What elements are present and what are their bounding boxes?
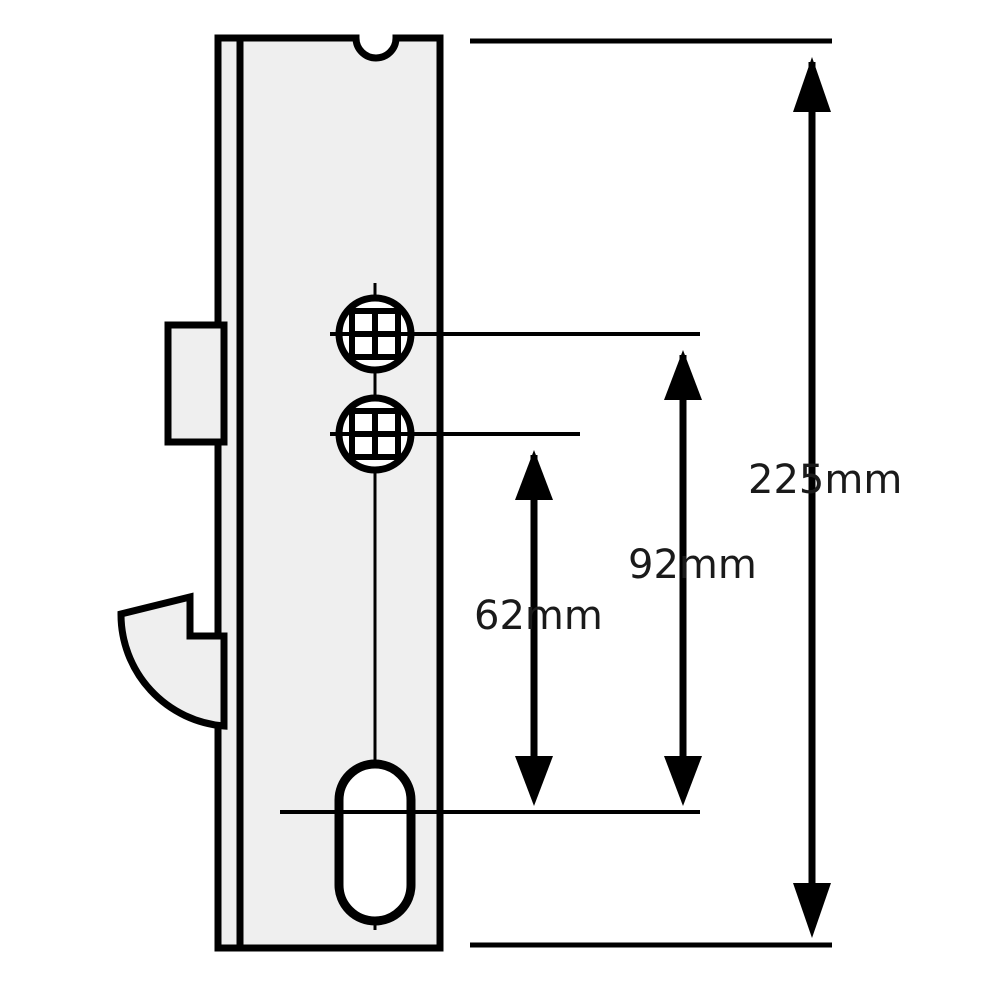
dimension-label-225mm: 225mm [748, 457, 902, 503]
dimension-92mm: 92mm [628, 350, 757, 806]
faceplate-strip [214, 34, 244, 952]
dimension-label-62mm: 62mm [474, 593, 603, 639]
arrowhead-down-225 [793, 883, 831, 938]
dimension-225mm: 225mm [748, 57, 902, 938]
arrowhead-up-92 [664, 350, 702, 400]
arrowhead-up-62 [515, 450, 553, 500]
latch-bolt [164, 321, 228, 446]
arrowhead-down-62 [515, 756, 553, 806]
euro-cylinder-keyhole [334, 759, 416, 926]
hook-bolt [117, 592, 228, 730]
arrowhead-up-225 [793, 57, 831, 112]
dimension-62mm: 62mm [474, 450, 603, 806]
lock-case-body [236, 34, 444, 952]
arrowhead-down-92 [664, 756, 702, 806]
dimension-label-92mm: 92mm [628, 542, 757, 588]
